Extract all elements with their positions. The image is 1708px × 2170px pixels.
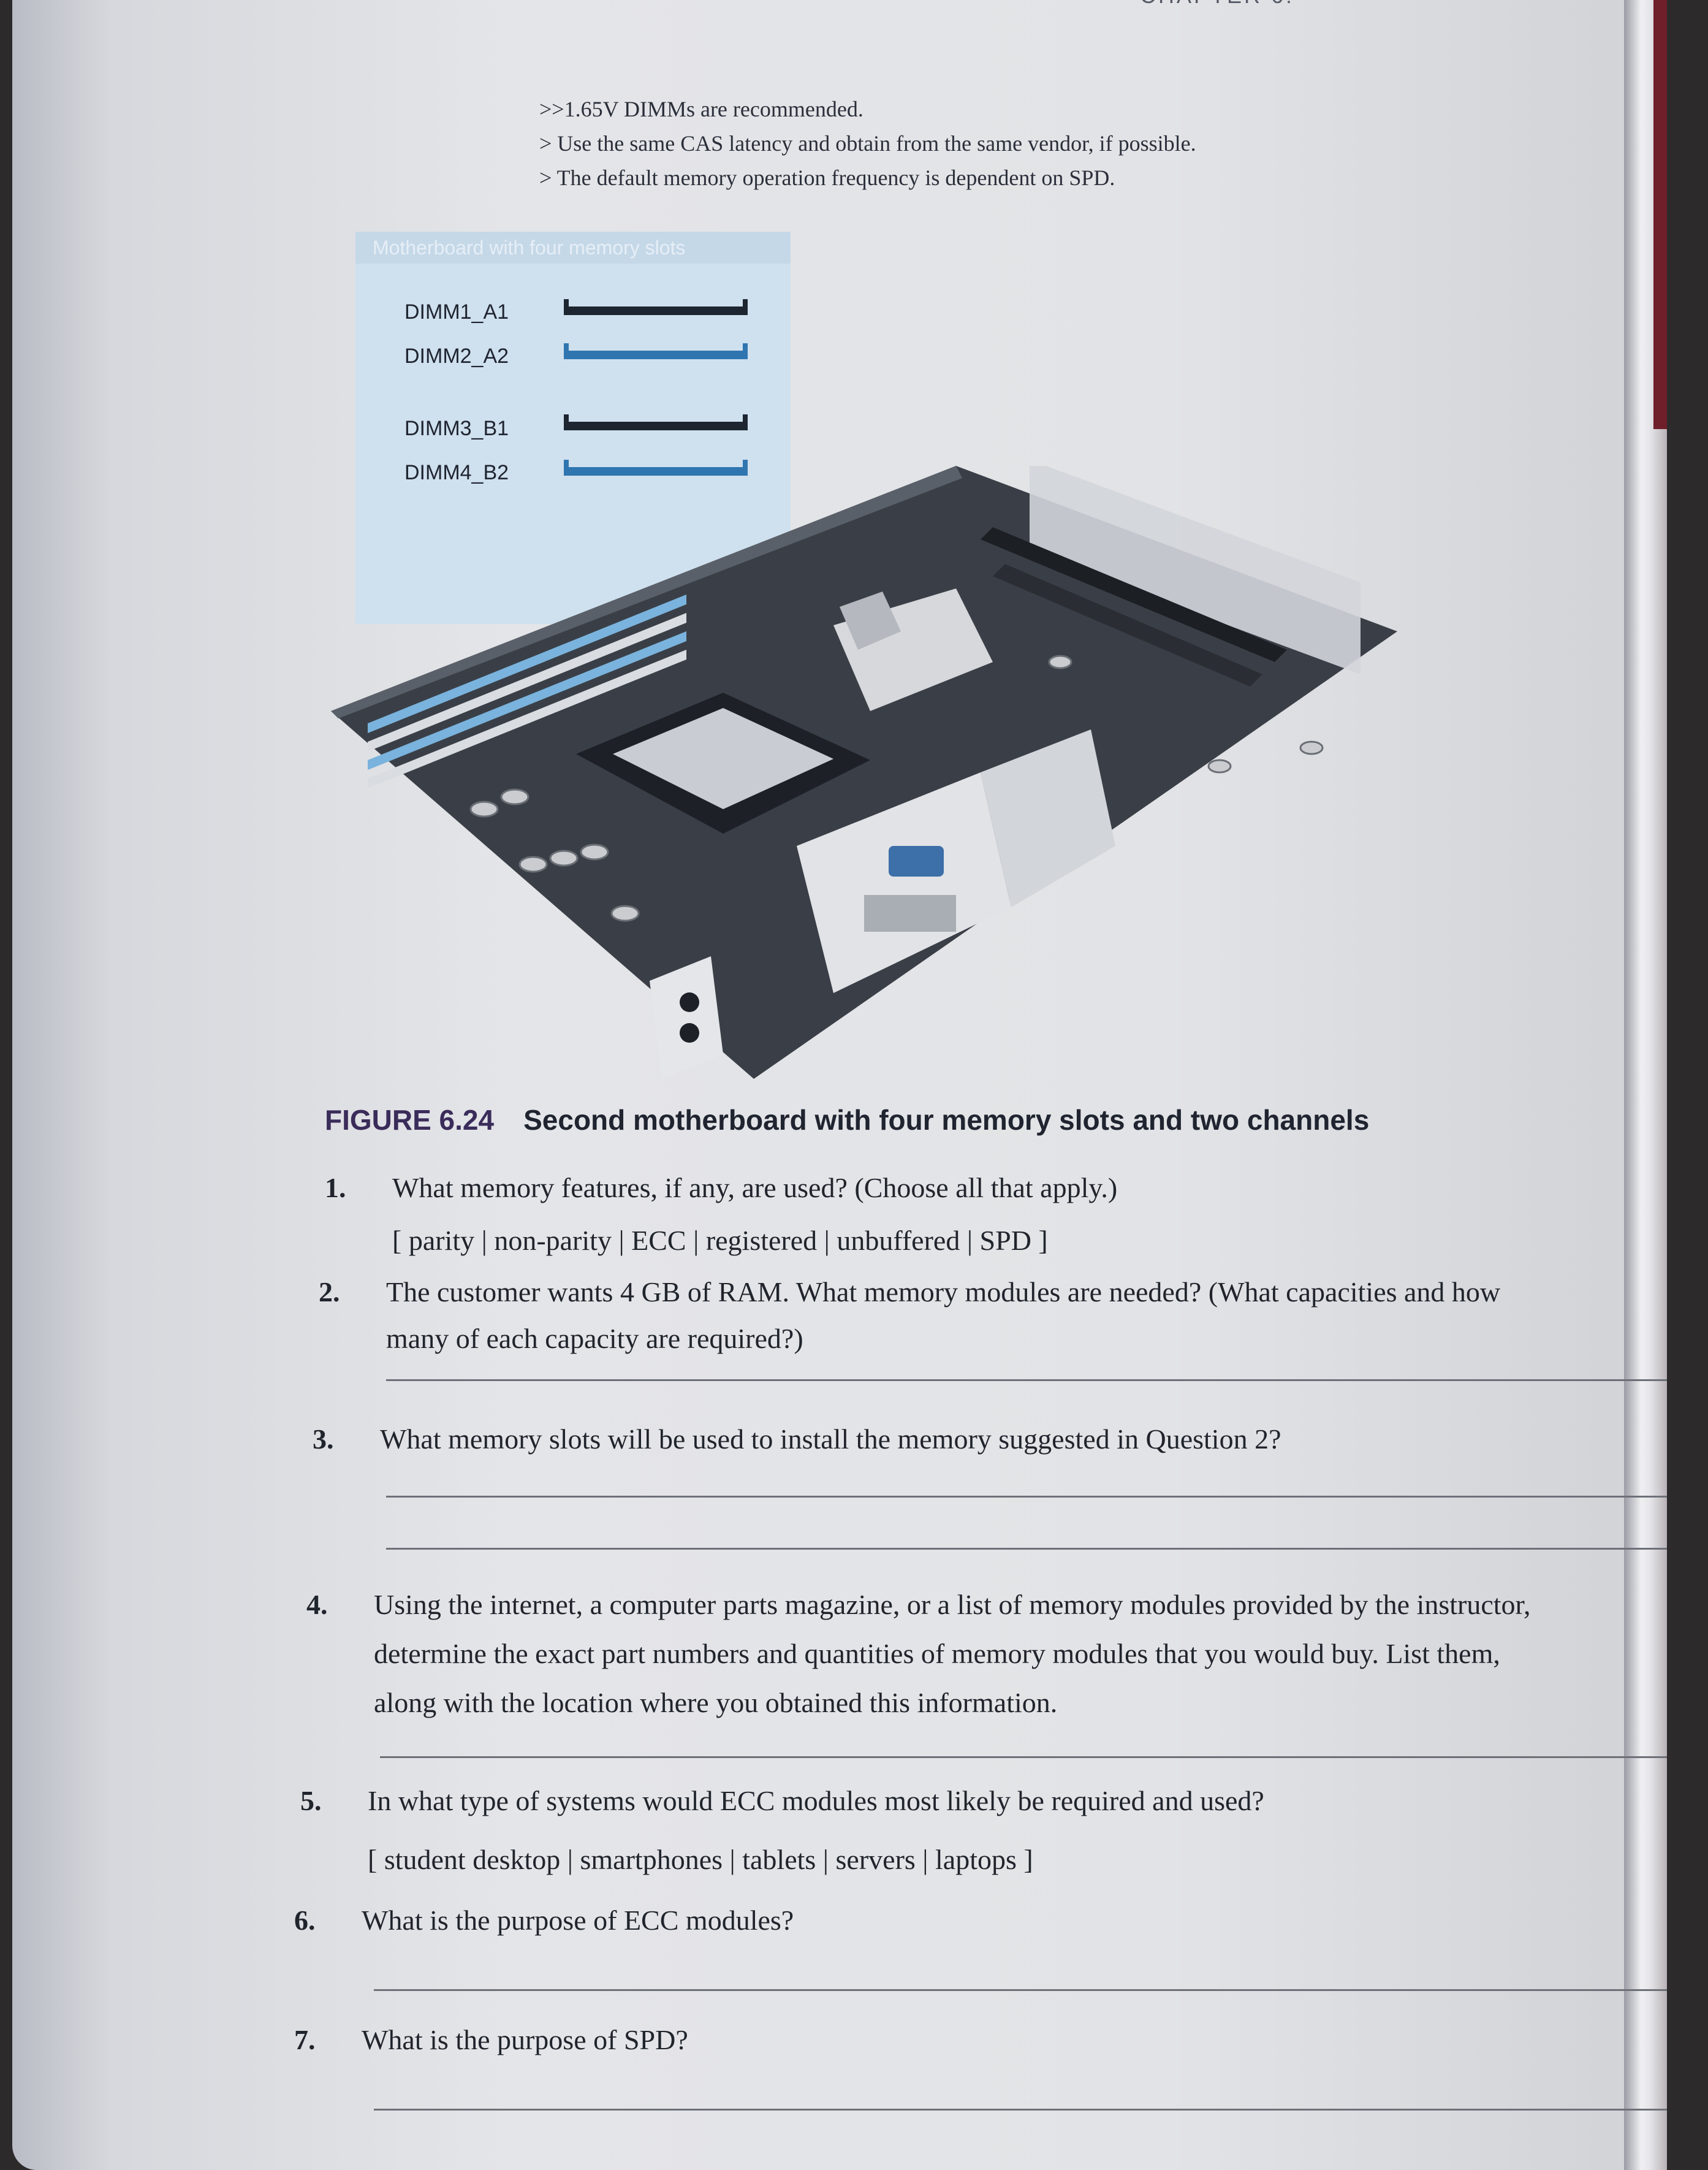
answer-line[interactable] [380, 1756, 1667, 1758]
question-text: determine the exact part numbers and qua… [374, 1638, 1500, 1669]
bullet-line: > Use the same CAS latency and obtain fr… [539, 131, 1196, 156]
answer-line[interactable] [386, 1548, 1667, 1550]
slot-label-dimm2: DIMM2_A2 [404, 345, 509, 368]
question-text: What is the purpose of SPD? [362, 2024, 688, 2055]
slot-label-dimm3: DIMM3_B1 [404, 417, 509, 440]
bullet-line: > The default memory operation frequency… [539, 166, 1115, 190]
answer-line[interactable] [386, 1496, 1667, 1498]
answer-line[interactable] [374, 1989, 1667, 1991]
question-number: 2. [319, 1276, 340, 1308]
question-text: The customer wants 4 GB of RAM. What mem… [386, 1276, 1501, 1308]
figure-tab-title: Motherboard with four memory slots [355, 232, 791, 264]
figure-number: FIGURE 6.24 [325, 1104, 495, 1136]
question-text: What memory slots will be used to instal… [380, 1423, 1281, 1455]
bullet-line: >>1.65V DIMMs are recommended. [539, 97, 863, 121]
slot-label-dimm4: DIMM4_B2 [404, 461, 509, 484]
answer-options: [ parity | non-parity | ECC | registered… [392, 1225, 1048, 1256]
slot-label-dimm1: DIMM1_A1 [404, 300, 509, 324]
question-text: along with the location where you obtain… [374, 1687, 1058, 1718]
question-text: Using the internet, a computer parts mag… [374, 1589, 1531, 1620]
question-text: What is the purpose of ECC modules? [362, 1905, 794, 1936]
question-number: 4. [306, 1589, 328, 1620]
answer-line[interactable] [374, 2109, 1667, 2111]
dimm-slot-blue [564, 460, 748, 476]
dimm-slot-black [564, 299, 748, 315]
chapter-header: CHAPTER 6: [1140, 0, 1294, 9]
book-cover-edge [1653, 0, 1667, 429]
answer-line[interactable] [386, 1379, 1667, 1381]
textbook-page: CHAPTER 6: >>1.65V DIMMs are recommended… [12, 0, 1667, 2170]
question-number: 6. [294, 1905, 316, 1936]
question-number: 3. [313, 1423, 334, 1455]
question-number: 7. [294, 2024, 316, 2055]
dimm-slot-blue [564, 343, 748, 359]
figure-caption: FIGURE 6.24 Second motherboard with four … [325, 1103, 1369, 1136]
dimm-slot-black [564, 414, 748, 430]
motherboard-illustration [331, 466, 1397, 1079]
memory-bullets: >>1.65V DIMMs are recommended. > Use the… [539, 92, 1196, 195]
figure-caption-text: Second motherboard with four memory slot… [523, 1104, 1370, 1136]
question-text: In what type of systems would ECC module… [368, 1785, 1264, 1816]
answer-options: [ student desktop | smartphones | tablet… [368, 1844, 1033, 1875]
question-text: What memory features, if any, are used? … [392, 1172, 1118, 1203]
question-number: 1. [325, 1172, 346, 1203]
question-number: 5. [300, 1785, 322, 1816]
question-text: many of each capacity are required?) [386, 1323, 803, 1354]
